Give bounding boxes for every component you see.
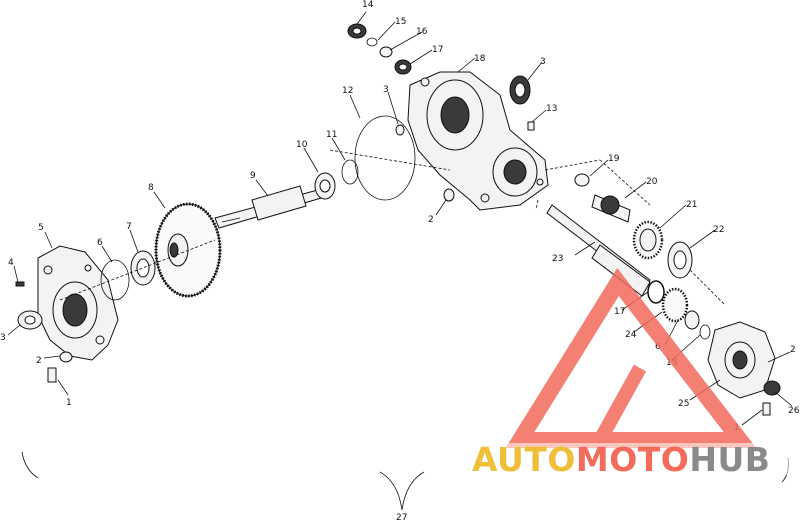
- callout-7: 7: [126, 222, 132, 232]
- dowel-2: [443, 188, 455, 202]
- callout-19: 19: [608, 154, 620, 164]
- callout-10: 10: [296, 140, 308, 150]
- callout-3-top: 3: [383, 85, 389, 95]
- callout-6: 6: [97, 238, 103, 248]
- callout-3-left: 3: [0, 333, 6, 343]
- bearing-22: [667, 241, 693, 279]
- callout-24: 24: [625, 330, 637, 340]
- output-shaft: [214, 185, 329, 229]
- left-housing-cover: [37, 245, 119, 361]
- callout-21: 21: [686, 200, 697, 210]
- bolt-13: [527, 121, 535, 131]
- lower-gear-stack: [647, 280, 711, 340]
- callout-16: 16: [416, 27, 428, 37]
- callout-12: 12: [342, 86, 353, 96]
- callout-13: 13: [546, 104, 557, 114]
- bearing-7: [130, 250, 156, 286]
- watermark-moto: MOTO: [576, 440, 689, 479]
- snap-ring-11: [341, 159, 359, 185]
- callout-11: 11: [326, 130, 337, 140]
- callout-26: 26: [788, 406, 800, 416]
- callout-5: 5: [38, 223, 44, 233]
- callout-27: 27: [396, 513, 407, 521]
- callout-2-right: 2: [790, 345, 796, 355]
- callout-20: 20: [646, 177, 658, 187]
- callout-15-top: 15: [395, 17, 406, 27]
- gasket-ring: [100, 259, 130, 301]
- callout-8: 8: [148, 183, 154, 193]
- seal-right-3: [509, 75, 531, 105]
- bearing-10: [314, 172, 336, 200]
- callout-25: 25: [678, 399, 689, 409]
- callout-2-center: 2: [428, 215, 434, 225]
- watermark-auto: AUTO: [472, 440, 576, 479]
- callout-4: 4: [8, 258, 14, 268]
- callout-9: 9: [250, 171, 256, 181]
- callout-2-left: 2: [36, 356, 42, 366]
- callout-23: 23: [552, 254, 563, 264]
- bolt-right-1: [762, 402, 771, 416]
- watermark-text: AUTOMOTOHUB: [472, 440, 770, 479]
- bottom-center-mark: [379, 471, 425, 511]
- seal-right-25: [763, 380, 781, 396]
- shaft-20: [591, 194, 631, 223]
- large-o-ring-12: [354, 115, 416, 201]
- input-shaft-23: [546, 204, 651, 297]
- main-gearcase: [407, 71, 549, 211]
- callout-3-right: 3: [540, 57, 546, 67]
- leader-lines: [7, 11, 793, 426]
- callout-14: 14: [362, 0, 374, 10]
- driven-gear: [154, 202, 222, 298]
- bottom-left-arc: [21, 451, 39, 479]
- assembly-dashed-lines: [59, 149, 726, 306]
- top-stack-parts: [347, 23, 412, 75]
- callout-6-right: 6: [655, 342, 661, 352]
- callout-17-bottom: 17: [614, 307, 625, 317]
- callout-22: 22: [713, 225, 724, 235]
- callout-18: 18: [474, 54, 486, 64]
- watermark-hub: HUB: [689, 440, 770, 479]
- right-housing-cover: [707, 321, 776, 399]
- watermark-triangle: [505, 267, 757, 448]
- left-seal-ring: [17, 310, 43, 330]
- left-small-parts: [15, 281, 73, 383]
- bushing-19: [574, 173, 590, 187]
- watermark-backdrop: [470, 443, 790, 475]
- callout-1-left: 1: [66, 398, 72, 408]
- dowel-3: [395, 124, 405, 136]
- gear-21: [632, 220, 664, 260]
- watermark-logo: [505, 267, 757, 448]
- callout-17-top: 17: [432, 45, 443, 55]
